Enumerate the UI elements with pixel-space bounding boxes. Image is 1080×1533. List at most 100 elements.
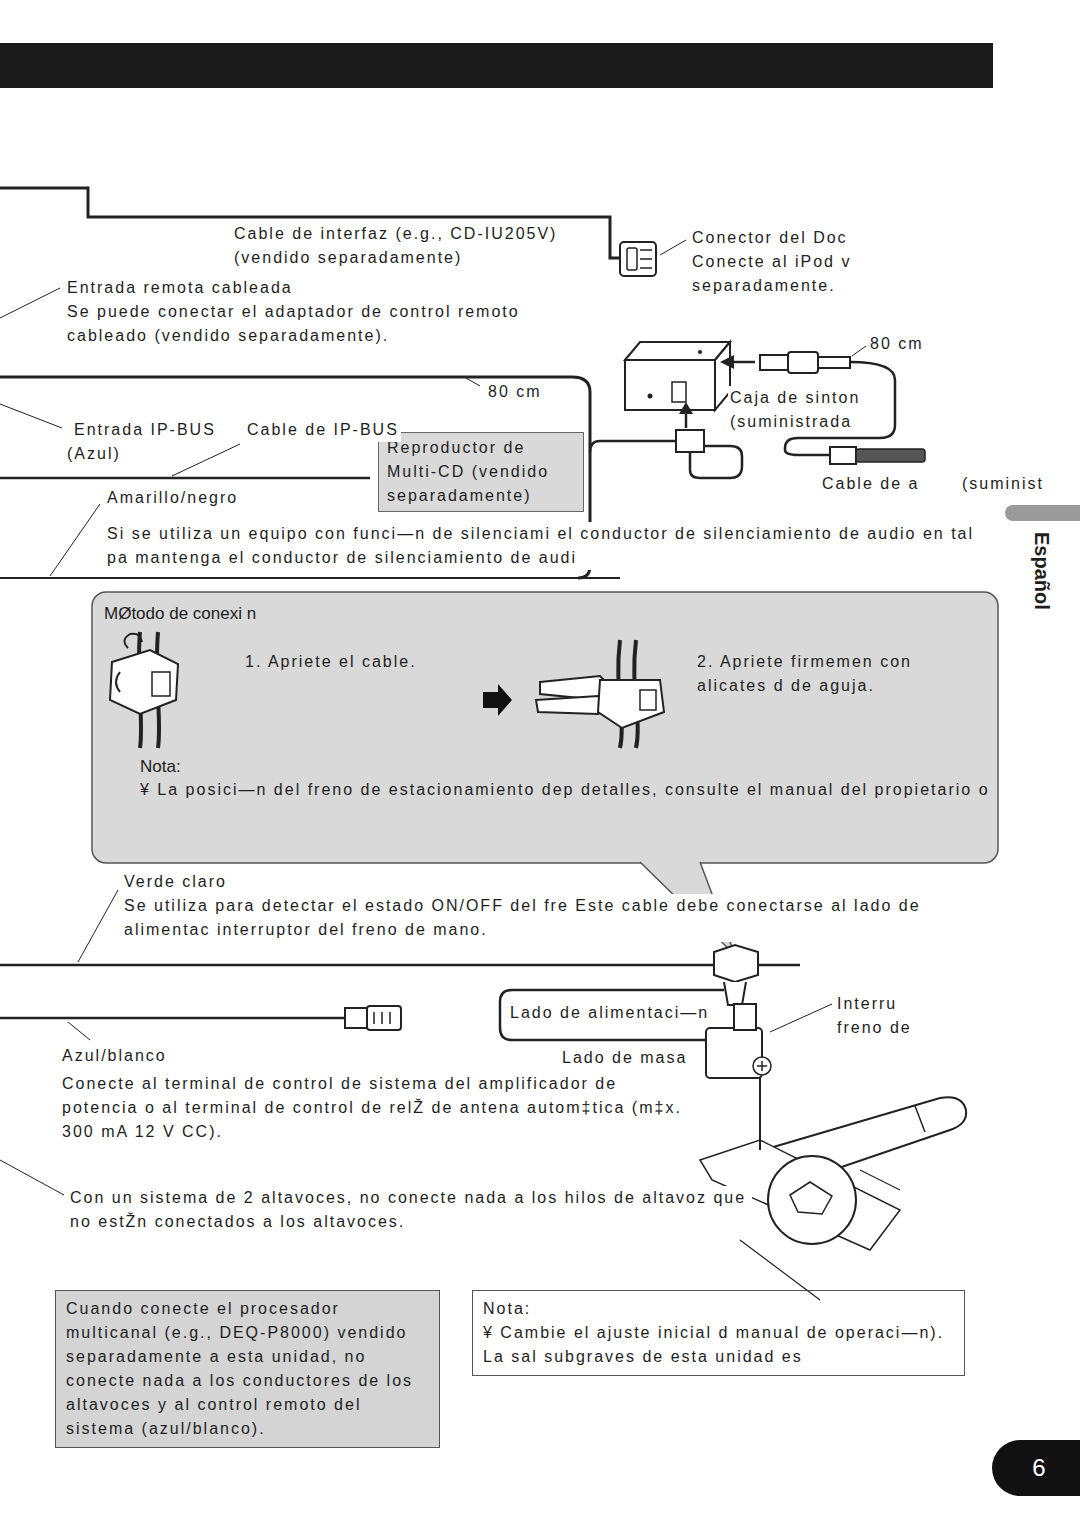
panel-step: 1. Apriete el cable. <box>245 650 417 674</box>
language-tab: Español <box>1030 530 1054 612</box>
box-text: Nota: <box>483 1297 954 1321</box>
wire-color: Verde claro <box>122 870 229 894</box>
panel-note-heading: Nota: <box>140 755 181 779</box>
note-box: Nota:¥ Cambie el ajuste inicial d manual… <box>472 1290 965 1376</box>
line-art <box>68 1022 90 1040</box>
cable-label: Cable de interfaz (e.g., CD-IU205V) <box>232 222 559 246</box>
line-art <box>757 1061 767 1071</box>
page-number: 6 <box>992 1440 1080 1496</box>
line-art <box>690 446 742 478</box>
cable-label: Cable de a <box>820 472 921 496</box>
line-art <box>0 43 993 88</box>
line-art <box>785 362 895 455</box>
line-art <box>856 449 925 462</box>
panel-heading: MØtodo de conexi n <box>104 602 256 626</box>
page-number-text: 6 <box>992 1440 1080 1496</box>
wire-color: (Azul) <box>65 442 123 466</box>
line-art <box>590 441 676 452</box>
side-label: Lado de masa <box>560 1046 689 1070</box>
dimension-label: 80 cm <box>486 380 544 404</box>
line-art <box>830 447 856 464</box>
line-art <box>367 1006 401 1030</box>
line-art <box>0 288 60 318</box>
box-text: ¥ Cambie el ajuste inicial d manual de o… <box>483 1321 954 1369</box>
line-art <box>676 430 704 452</box>
line-art <box>0 1160 64 1195</box>
wire-color: Azul/blanco <box>60 1044 169 1068</box>
line-art <box>915 1106 925 1132</box>
line-art <box>640 862 735 955</box>
line-art <box>0 404 62 428</box>
line-art <box>374 1012 390 1024</box>
line-art <box>625 342 730 360</box>
line-art <box>852 346 866 356</box>
wiring-note: Con un sistema de 2 altavoces, no conect… <box>68 1186 752 1234</box>
line-art <box>679 402 693 414</box>
line-art <box>640 690 656 710</box>
line-art <box>770 1004 832 1032</box>
line-art <box>0 188 622 258</box>
wire-color: Amarillo/negro <box>105 486 240 510</box>
line-art <box>0 377 590 578</box>
cable-label: Cable de IP-BUS <box>245 418 401 442</box>
line-art <box>598 680 664 728</box>
line-art <box>152 672 170 696</box>
line-art <box>1005 505 1080 521</box>
wire-note: Conecte al terminal de control de sistem… <box>60 1072 694 1144</box>
line-art <box>345 1008 367 1028</box>
switch-label: Interru <box>835 992 899 1016</box>
line-art <box>740 1170 900 1300</box>
line-art <box>466 378 480 386</box>
input-label: Entrada IP-BUS <box>72 418 218 442</box>
connector-note: Conecte al iPod v <box>690 250 853 274</box>
box-text: Reproductor de Multi-CD (vendido separad… <box>387 436 575 508</box>
dimension-label: 80 cm <box>868 332 926 356</box>
line-art <box>714 945 758 982</box>
input-label: Entrada remota cableada <box>65 276 295 300</box>
line-art <box>500 990 724 1040</box>
line-art <box>627 248 637 270</box>
line-art <box>640 862 735 955</box>
line-art <box>0 477 370 480</box>
line-art <box>768 1156 856 1244</box>
connector-label: Conector del Doc <box>690 226 850 250</box>
line-art <box>724 982 746 1005</box>
part-note: (suministrada <box>728 410 854 434</box>
line-art <box>759 1078 761 1150</box>
line-art <box>78 890 118 962</box>
line-art <box>640 250 652 268</box>
line-art <box>0 1017 345 1020</box>
connector-note: separadamente. <box>690 274 838 298</box>
panel-step: 2. Apriete firmemen con alicates d de ag… <box>697 650 987 698</box>
line-art <box>685 412 688 428</box>
line-art <box>648 394 653 399</box>
line-art <box>116 634 142 692</box>
panel-note-text: ¥ La posici—n del freno de estacionamien… <box>140 778 990 802</box>
line-art <box>660 240 686 255</box>
line-art <box>715 342 730 410</box>
line-art <box>700 1140 900 1250</box>
line-art <box>790 1182 832 1214</box>
input-note: Se puede conectar el adaptador de contro… <box>65 300 589 348</box>
line-art <box>753 1057 771 1075</box>
warning-box: Cuando conecte el procesador multicanal … <box>55 1290 440 1448</box>
switch-label: freno de <box>835 1016 914 1040</box>
line-art <box>50 504 100 576</box>
line-art <box>0 964 800 967</box>
line-art <box>760 355 788 370</box>
line-art <box>818 357 850 368</box>
line-art <box>732 361 755 364</box>
line-art <box>172 444 240 476</box>
line-art <box>110 650 178 714</box>
line-art <box>92 592 998 863</box>
line-art <box>734 1004 756 1030</box>
part-label: Caja de sinton <box>728 386 862 410</box>
side-label: Lado de alimentaci—n <box>508 1001 711 1025</box>
line-art <box>698 350 702 354</box>
cable-note: (suminist <box>960 472 1046 496</box>
line-art <box>620 242 656 276</box>
wire-note: Si se utiliza un equipo con funci—n de s… <box>105 522 979 570</box>
box-text: Cuando conecte el procesador multicanal … <box>66 1297 429 1441</box>
line-art <box>720 355 734 369</box>
line-art <box>625 360 715 410</box>
